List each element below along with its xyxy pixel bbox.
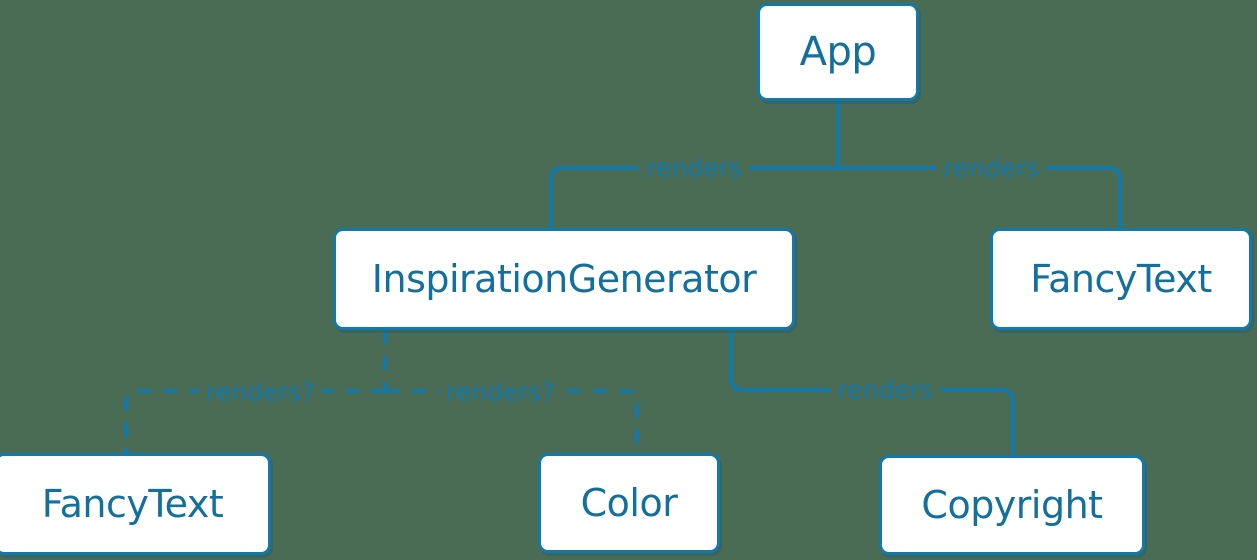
edge-app-inspgen: [549, 166, 840, 230]
node-copyright-label: Copyright: [921, 483, 1103, 527]
node-inspiration-generator[interactable]: InspirationGenerator: [333, 228, 795, 330]
node-color[interactable]: Color: [538, 453, 720, 553]
node-copyright[interactable]: Copyright: [879, 455, 1145, 555]
edge-label-inspiration-generator-color: renders?: [438, 379, 562, 405]
node-inspiration-generator-label: InspirationGenerator: [371, 257, 757, 301]
node-fancytext-right[interactable]: FancyText: [990, 228, 1252, 330]
edge-app-fancytext: [836, 166, 1122, 230]
edge-label-app-inspiration-generator: renders: [639, 155, 749, 181]
edge-label-inspiration-generator-copyright: renders: [830, 377, 940, 403]
node-fancytext-left-label: FancyText: [41, 482, 224, 526]
edge-label-app-fancytext: renders: [936, 155, 1046, 181]
edge-label-inspiration-generator-fancytext: renders?: [198, 379, 322, 405]
node-fancytext-left[interactable]: FancyText: [0, 453, 271, 555]
edge-inspgen-color-dashed: [385, 389, 639, 453]
node-app[interactable]: App: [757, 3, 919, 101]
node-app-label: App: [799, 29, 877, 75]
node-color-label: Color: [580, 481, 678, 525]
edge-inspgen-fancytext-dashed: [124, 389, 385, 453]
node-fancytext-right-label: FancyText: [1030, 257, 1212, 301]
